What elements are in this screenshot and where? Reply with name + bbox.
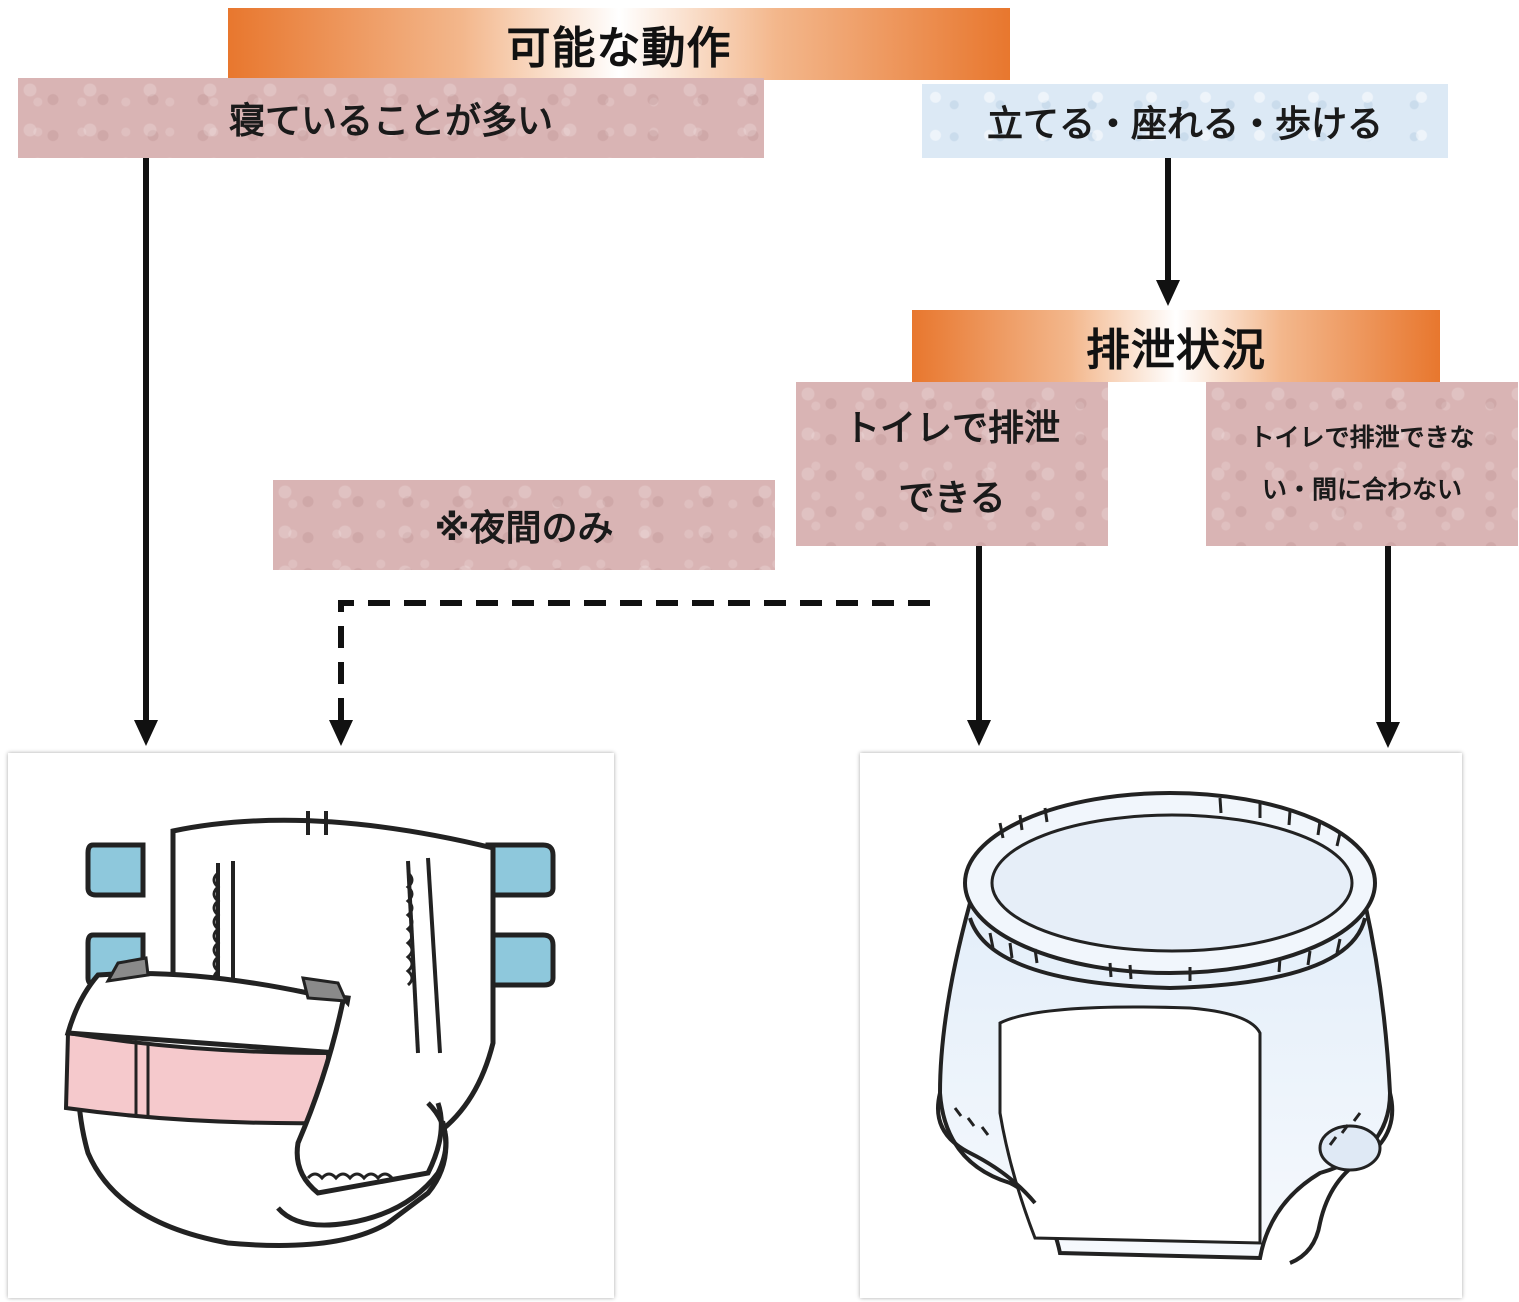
box-toilet-ok-line-2: できる	[898, 478, 1006, 519]
box-can-stand-sit-walk: 立てる・座れる・歩ける	[922, 84, 1448, 158]
box-toilet-ng-line-2: い・間に合わない	[1261, 475, 1462, 504]
header-possible-actions: 可能な動作	[228, 8, 1010, 80]
tape-diaper-icon	[63, 811, 556, 1248]
box-toilet-not-ok: トイレで排泄できな い・間に合わない	[1206, 382, 1518, 546]
arrow-lying-to-diaper	[134, 158, 158, 746]
pull-up-pants-icon	[936, 791, 1395, 1265]
arrow-stand-to-excretion	[1156, 158, 1180, 306]
box-night-only-label: ※夜間のみ	[434, 508, 614, 549]
arrow-toilet-ng-to-pants	[1376, 546, 1400, 748]
header-excretion-status: 排泄状況	[912, 310, 1440, 382]
tape-diaper-illustration	[8, 753, 614, 1298]
pull-up-pants-illustration	[860, 753, 1462, 1298]
box-can-stand-label: 立てる・座れる・歩ける	[986, 104, 1383, 145]
box-toilet-ng-line-1: トイレで排泄できな	[1249, 423, 1475, 452]
box-night-only: ※夜間のみ	[273, 480, 775, 570]
box-mostly-lying: 寝ていることが多い	[18, 78, 764, 158]
dashed-arrow-night-only-to-diaper	[329, 600, 930, 746]
box-toilet-ok: トイレで排泄 できる	[796, 382, 1108, 546]
arrow-toilet-ok-to-pants	[967, 546, 991, 746]
box-toilet-ok-line-1: トイレで排泄	[843, 408, 1060, 449]
box-mostly-lying-label: 寝ていることが多い	[228, 101, 553, 142]
